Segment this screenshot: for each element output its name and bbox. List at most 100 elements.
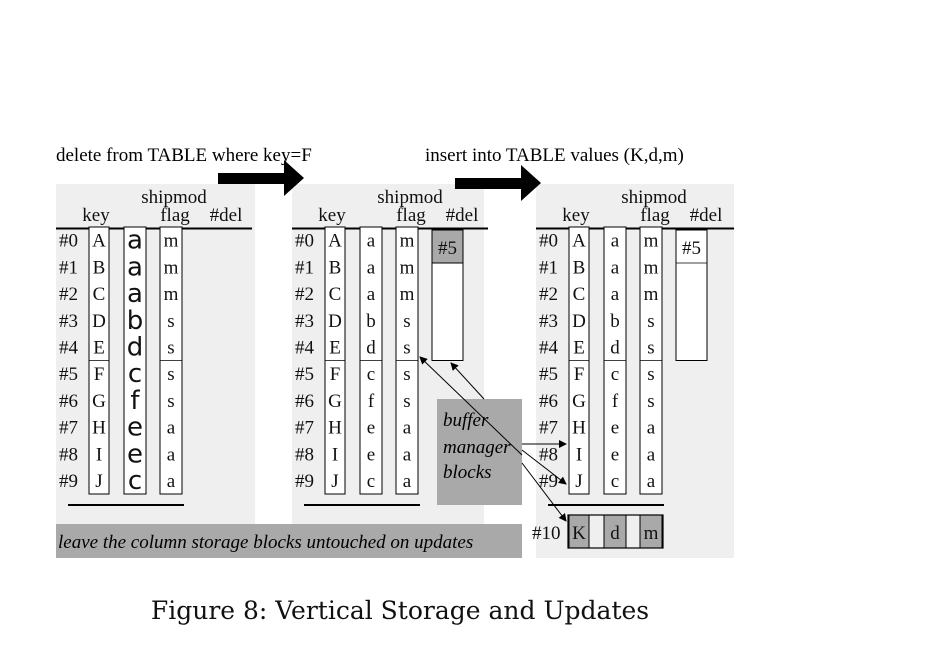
t3-key-value: C xyxy=(573,284,586,305)
t3-header-key: key xyxy=(562,205,590,226)
t3-col2-value: a xyxy=(611,231,620,252)
t3-row-id: #8 xyxy=(539,444,558,465)
t3-row-id: #2 xyxy=(539,284,558,305)
t3-flag-value: a xyxy=(647,471,656,492)
t2-key-value: F xyxy=(330,364,341,385)
t2-flag-value: m xyxy=(400,284,415,305)
t3-col2-value: e xyxy=(611,444,619,465)
t1-col2-value: c xyxy=(128,466,142,496)
t2-col2-value: e xyxy=(367,418,375,439)
t1-flag-value: a xyxy=(167,444,176,465)
t2-key-value: C xyxy=(329,284,342,305)
t2-col2-value: c xyxy=(367,364,375,385)
t3-row-id: #7 xyxy=(539,418,558,439)
delete-operation-label: delete from TABLE where key=F xyxy=(56,145,312,166)
t1-col2-value: a xyxy=(127,226,143,256)
t2-key-value: B xyxy=(329,257,342,278)
t3-del-block xyxy=(675,229,708,361)
t2-del-value: #5 xyxy=(438,238,457,259)
t1-flag-value: a xyxy=(167,471,176,492)
t1-flag-value: s xyxy=(167,364,174,385)
t2-flag-value: s xyxy=(403,338,410,359)
t3-row-id: #3 xyxy=(539,311,558,332)
t2-col2-value: e xyxy=(367,444,375,465)
t1-col2-value: d xyxy=(127,333,144,363)
t1-col2-column-block xyxy=(123,226,147,495)
t1-header-flag: flag xyxy=(160,205,190,226)
t1-flag-value: s xyxy=(167,311,174,332)
t2-key-value: H xyxy=(328,418,342,439)
t2-header-key: key xyxy=(318,205,346,226)
t3-flag-value: s xyxy=(647,391,654,412)
t3-col2-value: a xyxy=(611,284,620,305)
t3-row-id: #4 xyxy=(539,338,559,359)
buffer-pointer-to-del xyxy=(450,362,485,400)
t1-col2-value: a xyxy=(127,252,143,282)
delete-arrow-icon xyxy=(218,160,304,196)
t1-row-id: #6 xyxy=(59,391,78,412)
t3-del-value: #5 xyxy=(682,238,701,259)
t2-flag-value: s xyxy=(403,364,410,385)
t2-header-flag: flag xyxy=(396,205,426,226)
t3-insert-flag-value: m xyxy=(644,523,659,544)
t3-row-id: #9 xyxy=(539,471,558,492)
t3-flag-value: m xyxy=(644,284,659,305)
t3-header-del: #del xyxy=(690,205,723,226)
t2-key-value: J xyxy=(331,471,338,492)
t2-col2-value: a xyxy=(367,284,376,305)
t3-insert-key-value: K xyxy=(572,523,586,544)
t3-key-value: D xyxy=(572,311,586,332)
t1-col2-value: c xyxy=(128,359,142,389)
t2-flag-value: a xyxy=(403,471,412,492)
t1-col2-value: b xyxy=(127,306,144,336)
t1-header-key: key xyxy=(82,205,110,226)
t3-insert-row-id: #10 xyxy=(532,523,561,544)
t3-header-flag: flag xyxy=(640,205,670,226)
t3-col2-value: e xyxy=(611,418,619,439)
insert-arrow-icon xyxy=(455,165,541,201)
t1-key-value: B xyxy=(93,257,106,278)
t3-key-value: B xyxy=(573,257,586,278)
insert-operation-label: insert into TABLE values (K,d,m) xyxy=(425,145,684,166)
t2-col2-value: c xyxy=(367,471,375,492)
t1-key-value: G xyxy=(92,391,106,412)
buffer-manager-label-line-3: blocks xyxy=(443,462,492,483)
figure-caption: Figure 8: Vertical Storage and Updates xyxy=(150,596,650,625)
t3-key-value: G xyxy=(572,391,586,412)
t2-row-id: #9 xyxy=(295,471,314,492)
t3-flag-value: a xyxy=(647,418,656,439)
t1-row-id: #3 xyxy=(59,311,78,332)
t3-key-value: A xyxy=(572,231,586,252)
t3-key-value: J xyxy=(575,471,582,492)
t1-row-id: #7 xyxy=(59,418,78,439)
t2-key-value: E xyxy=(329,338,341,359)
t1-row-id: #4 xyxy=(59,338,79,359)
t2-flag-value: m xyxy=(400,257,415,278)
t2-flag-value: s xyxy=(403,391,410,412)
t3-col2-value: c xyxy=(611,471,619,492)
t1-row-id: #9 xyxy=(59,471,78,492)
t3-insert-col2-value: d xyxy=(610,523,620,544)
t3-key-value: F xyxy=(574,364,585,385)
table-panel-1 xyxy=(56,184,255,524)
t2-row-id: #2 xyxy=(295,284,314,305)
t2-table-name: shipmod xyxy=(377,187,443,208)
buffer-manager-label-line-2: manager xyxy=(443,437,511,458)
t2-col2-value: a xyxy=(367,231,376,252)
t1-row-id: #8 xyxy=(59,444,78,465)
t1-flag-value: m xyxy=(164,257,179,278)
t1-key-value: I xyxy=(96,444,102,465)
t2-flag-value: a xyxy=(403,444,412,465)
t3-flag-value: s xyxy=(647,338,654,359)
t3-col2-value: c xyxy=(611,364,619,385)
t3-col2-value: d xyxy=(610,338,620,359)
buffer-manager-label-line-1: buffer xyxy=(443,410,489,431)
t1-key-value: J xyxy=(95,471,102,492)
t1-key-value: E xyxy=(93,338,105,359)
t2-col2-value: a xyxy=(367,257,376,278)
t1-flag-value: a xyxy=(167,418,176,439)
t2-row-id: #0 xyxy=(295,231,314,252)
footer-note-text: leave the column storage blocks untouche… xyxy=(58,532,473,553)
t2-row-id: #8 xyxy=(295,444,314,465)
footer-note-bar xyxy=(56,524,522,558)
